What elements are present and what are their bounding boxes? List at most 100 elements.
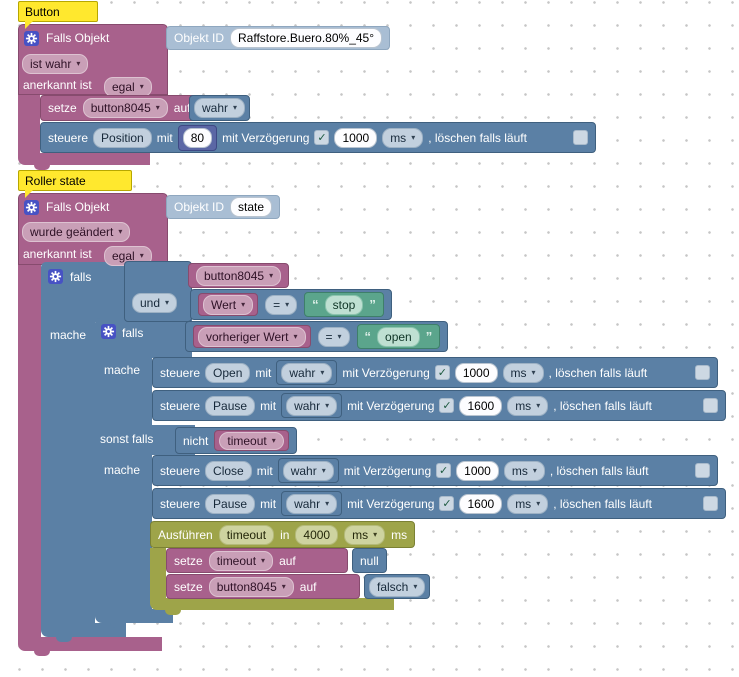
trigger-condition-dropdown[interactable]: wurde geändert ▾ <box>22 222 131 242</box>
trigger-label: Falls Objekt <box>46 200 110 214</box>
target-field[interactable]: Open <box>205 362 251 383</box>
gear-icon[interactable] <box>24 31 39 46</box>
string-block[interactable]: “ stop ” <box>304 292 384 317</box>
control-block[interactable]: steuere Pause mit wahr ▾ mit Verzögerung… <box>152 390 726 421</box>
comparator-dropdown[interactable]: = ▾ <box>265 294 298 315</box>
delay-checkbox[interactable]: ✓ <box>314 130 330 145</box>
comparison-block[interactable]: vorheriger Wert ▾ = ▾ “ open ” <box>185 321 449 352</box>
number-field[interactable]: 80 <box>182 127 213 148</box>
set-variable-block[interactable]: setze button8045 ▾ auf <box>166 574 360 599</box>
set-variable-block[interactable]: setze button8045 ▾ auf <box>40 95 199 121</box>
statement-spine[interactable] <box>18 95 40 153</box>
comment-bubble[interactable]: Button <box>18 1 98 22</box>
statement-spine[interactable] <box>41 322 95 623</box>
statement-spine[interactable] <box>150 548 166 598</box>
boolean-dropdown[interactable]: falsch ▾ <box>369 576 426 597</box>
trigger-condition-dropdown[interactable]: ist wahr ▾ <box>22 54 89 74</box>
boolean-value-block[interactable]: wahr ▾ <box>277 458 339 483</box>
gear-icon[interactable] <box>24 200 39 215</box>
boolean-value-block[interactable]: wahr ▾ <box>281 393 343 418</box>
ack-dropdown[interactable]: egal ▾ <box>104 77 152 97</box>
clear-checkbox[interactable] <box>695 463 710 478</box>
boolean-value-block[interactable]: wahr ▾ <box>281 491 343 516</box>
variable-value-block[interactable]: timeout ▾ <box>214 430 289 451</box>
statement-spine[interactable] <box>18 265 41 637</box>
chevron-down-icon: ▾ <box>261 555 266 565</box>
target-field[interactable]: Pause <box>205 395 256 416</box>
delay-field[interactable]: 1000 <box>456 460 499 481</box>
control-block[interactable]: steuere Open mit wahr ▾ mit Verzögerung … <box>152 357 718 388</box>
timeout-delay-field[interactable]: 4000 <box>295 524 339 545</box>
unit-dropdown[interactable]: ms ▾ <box>344 524 386 545</box>
boolean-dropdown[interactable]: wahr ▾ <box>282 460 334 481</box>
control-block[interactable]: steuere Pause mit wahr ▾ mit Verzögerung… <box>152 488 726 519</box>
null-value-block[interactable]: null <box>352 548 387 573</box>
comparison-block[interactable]: Wert ▾ = ▾ “ stop ” <box>190 289 392 320</box>
objekt-id-field[interactable]: state <box>230 197 273 217</box>
and-block[interactable]: und ▾ <box>124 261 192 322</box>
variable-dropdown[interactable]: timeout ▾ <box>219 431 284 450</box>
unit-dropdown[interactable]: ms ▾ <box>507 395 549 416</box>
variable-value-block[interactable]: vorheriger Wert ▾ <box>193 325 311 348</box>
variable-dropdown[interactable]: timeout ▾ <box>208 550 274 571</box>
variable-dropdown[interactable]: button8045 ▾ <box>82 98 168 118</box>
variable-value-block[interactable]: button8045 ▾ <box>188 263 290 288</box>
string-block[interactable]: “ open ” <box>356 324 441 349</box>
boolean-value-block[interactable]: wahr ▾ <box>276 360 338 385</box>
number-block[interactable]: 80 <box>177 124 218 151</box>
control-block[interactable]: steuere Close mit wahr ▾ mit Verzögerung… <box>152 455 718 486</box>
block-bottom[interactable] <box>95 609 173 623</box>
gear-icon[interactable] <box>101 324 116 339</box>
delay-field[interactable]: 1000 <box>454 362 498 383</box>
block-bottom[interactable] <box>41 623 126 637</box>
delay-checkbox[interactable]: ✓ <box>439 496 455 511</box>
boolean-value-block[interactable]: falsch ▾ <box>364 574 431 599</box>
clear-checkbox[interactable] <box>703 398 718 413</box>
string-field[interactable]: open <box>377 326 420 347</box>
string-field[interactable]: stop <box>324 294 364 315</box>
target-field[interactable]: Close <box>205 460 252 481</box>
next-connector <box>110 623 126 628</box>
unit-dropdown[interactable]: ms ▾ <box>382 127 424 148</box>
unit-dropdown[interactable]: ms ▾ <box>502 362 544 383</box>
variable-dropdown[interactable]: button8045 ▾ <box>196 265 282 286</box>
boolean-dropdown[interactable]: wahr ▾ <box>286 493 338 514</box>
target-field[interactable]: Position <box>93 127 152 148</box>
boolean-dropdown[interactable]: wahr ▾ <box>286 395 338 416</box>
set-variable-block[interactable]: setze timeout ▾ auf <box>166 548 348 573</box>
statement-spine[interactable] <box>95 358 152 609</box>
comparator-dropdown[interactable]: = ▾ <box>317 326 350 347</box>
variable-dropdown[interactable]: Wert ▾ <box>203 294 254 315</box>
timeout-name-field[interactable]: timeout <box>218 524 275 545</box>
clear-checkbox[interactable] <box>573 130 588 145</box>
clear-checkbox[interactable] <box>703 496 718 511</box>
block-bottom[interactable] <box>18 153 150 165</box>
variable-dropdown[interactable]: vorheriger Wert ▾ <box>198 326 306 347</box>
block-bottom[interactable] <box>150 598 394 610</box>
target-field[interactable]: Pause <box>205 493 256 514</box>
boolean-dropdown[interactable]: wahr ▾ <box>281 362 333 383</box>
delay-checkbox[interactable]: ✓ <box>439 398 455 413</box>
clear-checkbox[interactable] <box>695 365 710 380</box>
variable-dropdown[interactable]: button8045 ▾ <box>208 576 294 597</box>
delay-checkbox[interactable]: ✓ <box>434 365 450 380</box>
logic-operator-dropdown[interactable]: und ▾ <box>132 293 178 313</box>
delay-field[interactable]: 1600 <box>459 493 503 514</box>
unit-dropdown[interactable]: ms ▾ <box>503 460 545 481</box>
variable-value-block[interactable]: Wert ▾ <box>198 293 259 316</box>
delay-field[interactable]: 1600 <box>459 395 503 416</box>
delay-checkbox[interactable]: ✓ <box>436 463 452 478</box>
control-block[interactable]: steuere Position mit 80 mit Verzögerung … <box>40 122 596 153</box>
unit-dropdown[interactable]: ms ▾ <box>507 493 549 514</box>
boolean-dropdown[interactable]: wahr ▾ <box>194 98 246 118</box>
block-bottom[interactable] <box>18 637 162 651</box>
objekt-id-block[interactable]: Objekt ID state <box>166 195 281 219</box>
timeout-exec-block[interactable]: Ausführen timeout in 4000 ms ▾ ms <box>150 521 416 548</box>
not-block[interactable]: nicht timeout ▾ <box>175 427 297 454</box>
delay-field[interactable]: 1000 <box>334 127 378 148</box>
objekt-id-field[interactable]: Raffstore.Buero.80%_45° <box>230 28 383 48</box>
comment-bubble[interactable]: Roller state <box>18 170 132 191</box>
objekt-id-block[interactable]: Objekt ID Raffstore.Buero.80%_45° <box>166 26 391 50</box>
gear-icon[interactable] <box>48 269 63 284</box>
boolean-value-block[interactable]: wahr ▾ <box>189 95 251 121</box>
